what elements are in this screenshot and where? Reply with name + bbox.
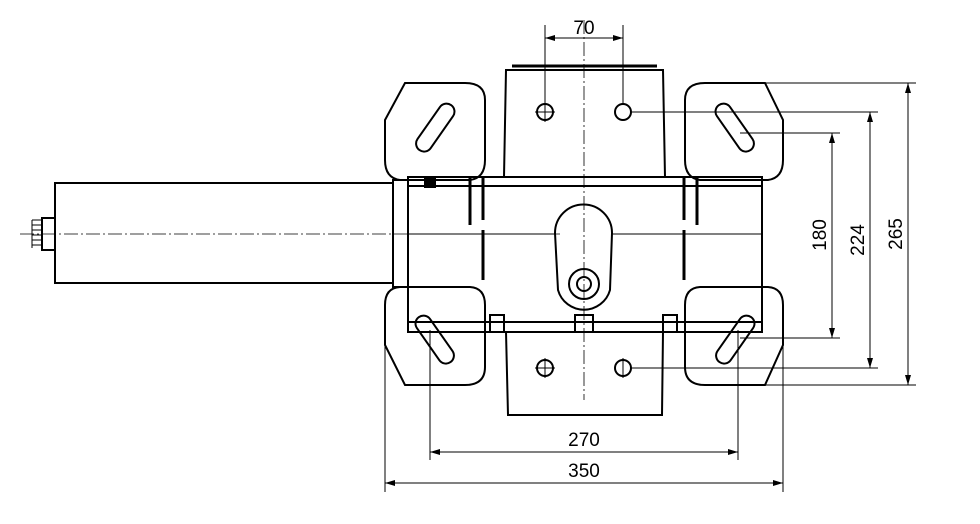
- dim-270: 270: [568, 430, 600, 451]
- dimension-lines: [384, 25, 916, 492]
- dim-70: 70: [573, 18, 594, 39]
- dim-265: 265: [886, 218, 907, 250]
- dim-180: 180: [810, 219, 831, 251]
- main-body: [407, 176, 763, 333]
- cylinder: [20, 182, 560, 284]
- mounting-holes: [535, 102, 632, 378]
- bottom-block: [505, 331, 664, 416]
- dim-350: 350: [568, 461, 600, 482]
- corner-brackets: [384, 82, 784, 386]
- dim-224: 224: [848, 224, 869, 256]
- top-block: [503, 64, 666, 178]
- pivot-slot: [553, 20, 614, 400]
- end-plate: [392, 179, 409, 288]
